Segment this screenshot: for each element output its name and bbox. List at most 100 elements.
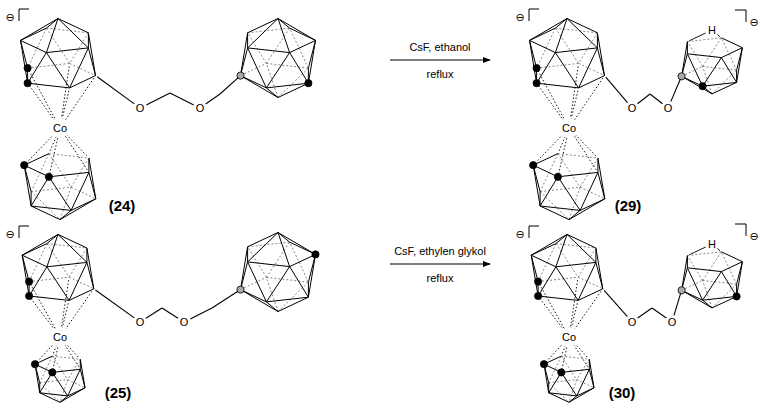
cobalt-bond: [546, 344, 562, 362]
compound: ⊖CoOOH⊖(30): [495, 222, 761, 406]
charge-symbol: ⊖: [515, 229, 524, 240]
charge-symbol: ⊖: [515, 12, 524, 23]
cage-edge: [68, 380, 85, 388]
bridging-h-bond: [717, 249, 720, 251]
cage-edge: [29, 277, 69, 281]
cage-edge: [22, 234, 58, 255]
cage-edge: [31, 177, 49, 206]
cage-edge: [40, 383, 60, 403]
cage-edge: [540, 187, 580, 191]
cage-edge: [89, 158, 96, 199]
cage-edge: [47, 262, 87, 266]
cage-edge: [47, 234, 58, 266]
cage-edge: [266, 88, 278, 98]
carborane-cage: [540, 356, 594, 402]
atom-label: H: [708, 239, 716, 250]
reaction-condition: CsF, ethanol: [409, 42, 470, 53]
carborane-cage: [237, 19, 316, 98]
cage-edge: [248, 28, 290, 33]
cage-edge: [538, 277, 578, 281]
cobalt-bond: [29, 86, 54, 120]
cage-edge: [247, 247, 248, 262]
cage-edge: [540, 206, 580, 210]
cage-edge: [703, 272, 722, 301]
cage-edge: [278, 233, 316, 255]
cobalt-bond: [31, 298, 54, 329]
atom-label: O: [628, 317, 637, 328]
cage-edge: [556, 262, 596, 266]
cage-edge: [308, 254, 315, 297]
cage-edge: [266, 302, 278, 312]
cage-edge: [248, 48, 290, 53]
cage-edge: [687, 256, 688, 268]
cage-edge: [290, 254, 316, 266]
carbon-atom: [699, 83, 706, 90]
reaction-arrow: [390, 59, 490, 60]
cage-edge: [40, 380, 68, 383]
cage-edge: [58, 19, 88, 48]
cage-edge: [248, 19, 278, 48]
carbon-atom: [535, 292, 542, 299]
cobalt-bond: [571, 91, 578, 119]
cage-edge: [21, 40, 47, 52]
cage-edge: [46, 19, 58, 53]
chain-bond: [674, 293, 681, 315]
cage-edge: [308, 40, 315, 83]
cobalt-bond: [576, 135, 596, 156]
carbon-atom: [24, 65, 31, 72]
chain-bond: [606, 77, 628, 103]
cage-edge: [241, 48, 248, 76]
cage-edge: [28, 63, 70, 68]
chain-bond: [95, 290, 134, 318]
cage-edge: [278, 68, 308, 97]
compound-number: (24): [109, 198, 136, 213]
carborane-cage: [678, 38, 742, 94]
cage-edge: [533, 165, 558, 177]
cobalt-bond: [67, 135, 87, 156]
cobalt-bond: [66, 291, 92, 329]
charge-bracket: [735, 10, 746, 22]
cage-edge: [556, 267, 578, 301]
cobalt-bond: [62, 280, 69, 327]
cage-edge: [556, 234, 567, 266]
cage-edge: [60, 210, 71, 219]
chain-bond: [638, 94, 651, 104]
cage-edge: [597, 33, 604, 76]
cage-edge: [266, 63, 278, 97]
cobalt-bond: [571, 66, 579, 118]
cage-edge: [290, 53, 309, 84]
carbon-atom: [26, 278, 33, 285]
cage-edge: [703, 82, 737, 86]
cage-edge: [703, 66, 737, 70]
cage-edge: [69, 277, 94, 289]
carborane-cage: [22, 234, 94, 300]
bridging-h-bond: [689, 247, 706, 255]
carbon-atom: [678, 73, 685, 80]
carbon-atom: [558, 369, 565, 376]
cage-edge: [52, 372, 67, 396]
cage-edge: [31, 187, 71, 191]
chain-bond: [671, 79, 681, 102]
cage-edge: [24, 154, 49, 166]
compound: ⊖CoOO(24): [0, 0, 385, 222]
carbon-atom: [305, 80, 312, 87]
carbon-atom: [26, 292, 33, 299]
cage-edge: [687, 54, 702, 86]
compound: ⊖CoOO(25): [0, 222, 385, 406]
chain-bond: [652, 308, 666, 318]
cage-edge: [531, 255, 538, 296]
cage-edge: [579, 48, 598, 88]
cage-edge: [266, 267, 289, 302]
cage-edge: [596, 248, 603, 289]
chain-bond: [638, 308, 652, 318]
cobalt-bond: [29, 71, 55, 120]
chain-bond: [97, 77, 134, 104]
carbon-atom: [554, 173, 561, 180]
chain-bond: [650, 94, 663, 104]
cage-edge: [52, 369, 80, 372]
cage-edge: [544, 364, 549, 393]
cage-edge: [58, 234, 87, 248]
cage-edge: [540, 206, 569, 220]
cage-edge: [69, 262, 87, 300]
cobalt-bond: [66, 78, 94, 120]
